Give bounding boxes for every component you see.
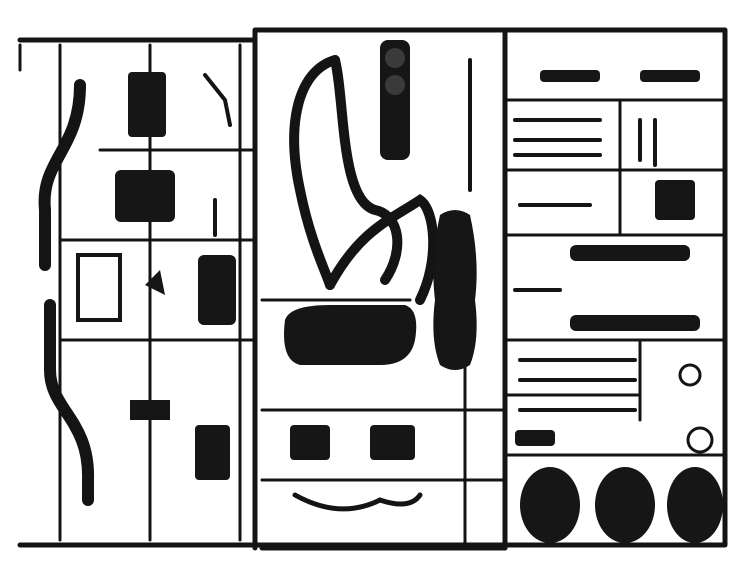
frame-part bbox=[289, 55, 439, 305]
inner-runners bbox=[18, 43, 727, 547]
exhaust-pipes bbox=[38, 79, 95, 506]
parts bbox=[76, 40, 723, 543]
small-rods bbox=[203, 58, 657, 412]
outer-runner bbox=[17, 27, 728, 551]
